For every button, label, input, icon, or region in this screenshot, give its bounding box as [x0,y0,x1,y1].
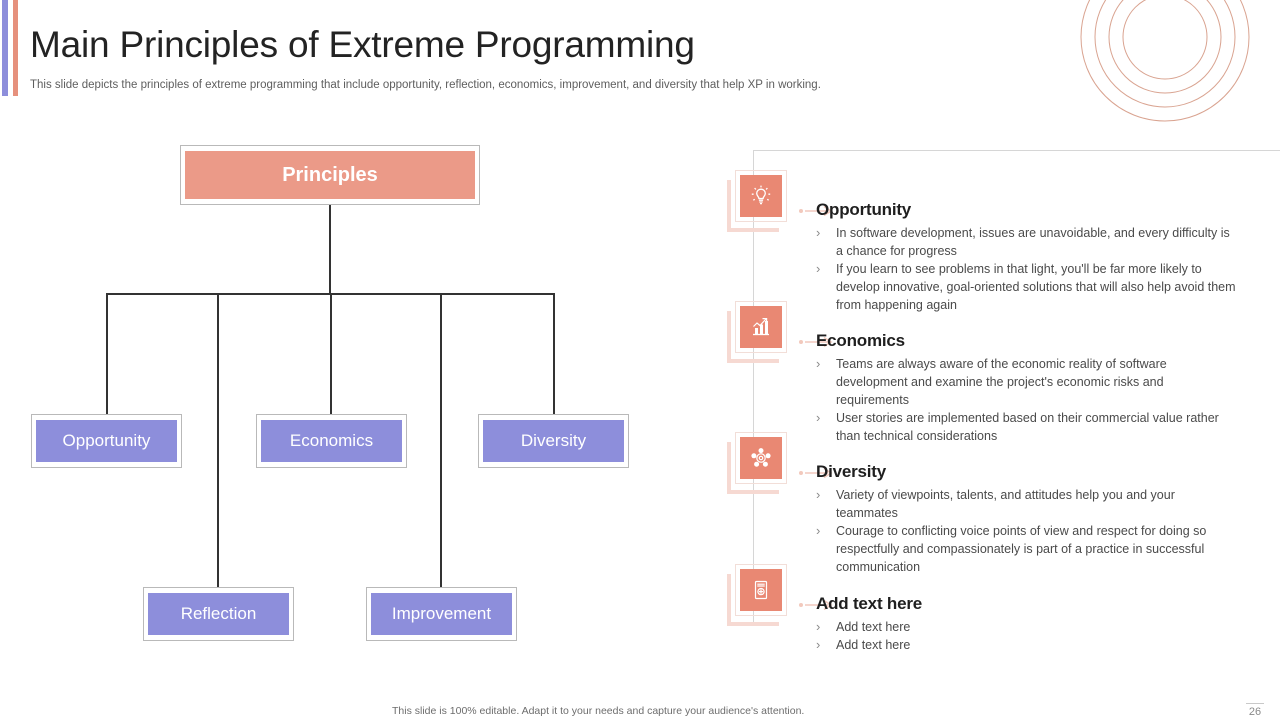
org-node-economics[interactable]: Economics [256,414,407,468]
page-subtitle: This slide depicts the principles of ext… [30,79,821,91]
chevron-right-bullet-icon: › [816,619,821,634]
org-node-reflection-label: Reflection [148,593,289,635]
arrow-right-icon [798,335,834,349]
list-item: › Courage to conflicting voice points of… [816,522,1236,576]
page-number: 26 [1246,703,1264,718]
org-node-reflection[interactable]: Reflection [143,587,294,641]
document-badge-icon [740,569,782,611]
badge-frame [735,564,787,616]
page-title: Main Principles of Extreme Programming [30,24,695,65]
list-item-text: Add text here [836,620,911,634]
list-item-text: Add text here [836,638,911,652]
list-item: › In software development, issues are un… [816,224,1236,260]
list-item: › Add text here [816,618,1236,636]
arrow-right-icon [798,204,834,218]
connector-drop-reflection [217,293,219,596]
detail-heading-diversity: Diversity [816,462,887,481]
list-item-text: Courage to conflicting voice points of v… [836,524,1207,574]
lightbulb-icon [740,175,782,217]
org-chart: Principles Opportunity Economics Diversi… [0,110,700,670]
detail-bullets-opportunity: › In software development, issues are un… [816,224,1236,314]
badge-shadow [727,442,779,494]
footer-note: This slide is 100% editable. Adapt it to… [392,705,805,717]
chevron-right-bullet-icon: › [816,225,821,240]
badge-shadow [727,311,779,363]
detail-bullets-add-text-here: › Add text here › Add text here [816,618,1236,654]
chevron-right-bullet-icon: › [816,356,821,371]
detail-bullets-economics: › Teams are always aware of the economic… [816,355,1236,445]
list-item-text: If you learn to see problems in that lig… [836,262,1236,312]
badge-frame [735,170,787,222]
panel-rail-horizontal [753,150,1280,151]
badge-add-text-here [727,564,789,626]
connector-drop-diversity [553,293,555,423]
org-node-principles-label: Principles [185,151,475,199]
connector-drop-improvement [440,293,442,596]
chevron-right-bullet-icon: › [816,261,821,276]
badge-frame [735,432,787,484]
badge-diversity [727,432,789,494]
panel-rail-vertical [753,150,754,624]
connector-drop-economics [330,293,332,423]
org-node-economics-label: Economics [261,420,402,462]
org-node-opportunity-label: Opportunity [36,420,177,462]
chevron-right-bullet-icon: › [816,410,821,425]
list-item-text: In software development, issues are unav… [836,226,1230,258]
list-item: › If you learn to see problems in that l… [816,260,1236,314]
header-accent-bar-purple [2,0,8,96]
badge-shadow [727,574,779,626]
badge-opportunity [727,170,789,232]
chevron-right-bullet-icon: › [816,637,821,652]
list-item: › Add text here [816,636,1236,654]
badge-frame [735,301,787,353]
chevron-right-bullet-icon: › [816,487,821,502]
chevron-right-bullet-icon: › [816,523,821,538]
org-node-opportunity[interactable]: Opportunity [31,414,182,468]
detail-heading-opportunity: Opportunity [816,200,912,219]
gear-people-icon [740,437,782,479]
list-item-text: Variety of viewpoints, talents, and atti… [836,488,1175,520]
detail-heading-economics: Economics [816,331,905,350]
org-node-improvement-label: Improvement [371,593,512,635]
org-node-diversity-label: Diversity [483,420,624,462]
list-item: › User stories are implemented based on … [816,409,1236,445]
list-item: › Teams are always aware of the economic… [816,355,1236,409]
arrow-right-icon [798,598,834,612]
header-accent-bar-salmon [13,0,18,96]
badge-shadow [727,180,779,232]
arrow-right-icon [798,466,834,480]
list-item-text: Teams are always aware of the economic r… [836,357,1167,407]
detail-bullets-diversity: › Variety of viewpoints, talents, and at… [816,486,1236,576]
connector-drop-opportunity [106,293,108,423]
badge-economics [727,301,789,363]
detail-heading-add-text-here: Add text here [816,594,923,613]
list-item: › Variety of viewpoints, talents, and at… [816,486,1236,522]
connector-root-stem [329,205,331,293]
org-node-principles[interactable]: Principles [180,145,480,205]
org-node-diversity[interactable]: Diversity [478,414,629,468]
org-node-improvement[interactable]: Improvement [366,587,517,641]
list-item-text: User stories are implemented based on th… [836,411,1219,443]
bar-chart-growth-icon [740,306,782,348]
principles-detail-panel: Opportunity › In software development, i… [720,130,1280,660]
